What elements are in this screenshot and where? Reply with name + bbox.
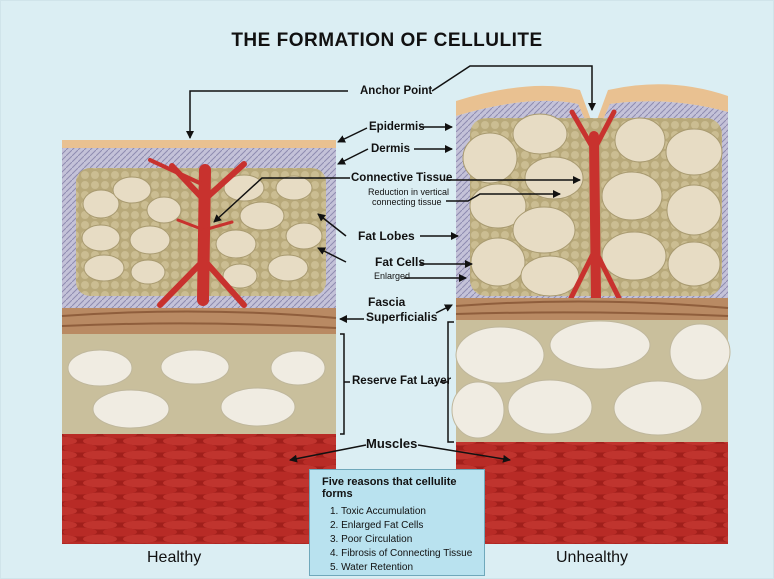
label-enlarged: Enlarged: [374, 271, 410, 281]
healthy-muscle: [62, 434, 336, 544]
reserve-bracket-left: [340, 334, 344, 434]
fascia-arrow-right: [436, 305, 452, 313]
label-muscles: Muscles: [366, 437, 417, 450]
reason-item: 2. Enlarged Fat Cells: [318, 519, 476, 533]
unhealthy-panel: [452, 84, 730, 544]
reason-item: 1. Toxic Accumulation: [318, 505, 476, 519]
healthy-panel: [62, 140, 336, 544]
label-connective-tissue: Connective Tissue: [351, 172, 452, 185]
dermis-arrow-left: [338, 149, 368, 164]
label-reduction-line2: connecting tissue: [372, 197, 442, 207]
epidermis-arrow-left: [338, 128, 367, 142]
label-superficialis: Superficialis: [366, 311, 437, 324]
reason-item: 5. Water Retention: [318, 561, 476, 575]
label-fascia: Fascia: [368, 296, 405, 309]
reasons-heading: Five reasons that cellulite forms: [322, 476, 476, 500]
healthy-epidermis: [62, 140, 336, 148]
diagram-title: THE FORMATION OF CELLULITE: [0, 30, 774, 52]
label-anchor-point: Anchor Point: [360, 85, 432, 98]
reasons-box: Five reasons that cellulite forms 1. Tox…: [309, 469, 485, 576]
reasons-list: 1. Toxic Accumulation 2. Enlarged Fat Ce…: [318, 505, 476, 575]
caption-unhealthy: Unhealthy: [556, 549, 628, 567]
label-fat-cells: Fat Cells: [375, 256, 425, 269]
label-epidermis: Epidermis: [369, 121, 425, 134]
label-fat-lobes: Fat Lobes: [358, 230, 415, 243]
reason-item: 3. Poor Circulation: [318, 533, 476, 547]
anchor-arrow-healthy: [190, 91, 348, 138]
label-reduction-line1: Reduction in vertical: [368, 187, 449, 197]
label-dermis: Dermis: [371, 143, 410, 156]
caption-healthy: Healthy: [147, 549, 201, 567]
label-reserve-fat-layer: Reserve Fat Layer: [352, 375, 451, 388]
reason-item: 4. Fibrosis of Connecting Tissue: [318, 547, 476, 561]
